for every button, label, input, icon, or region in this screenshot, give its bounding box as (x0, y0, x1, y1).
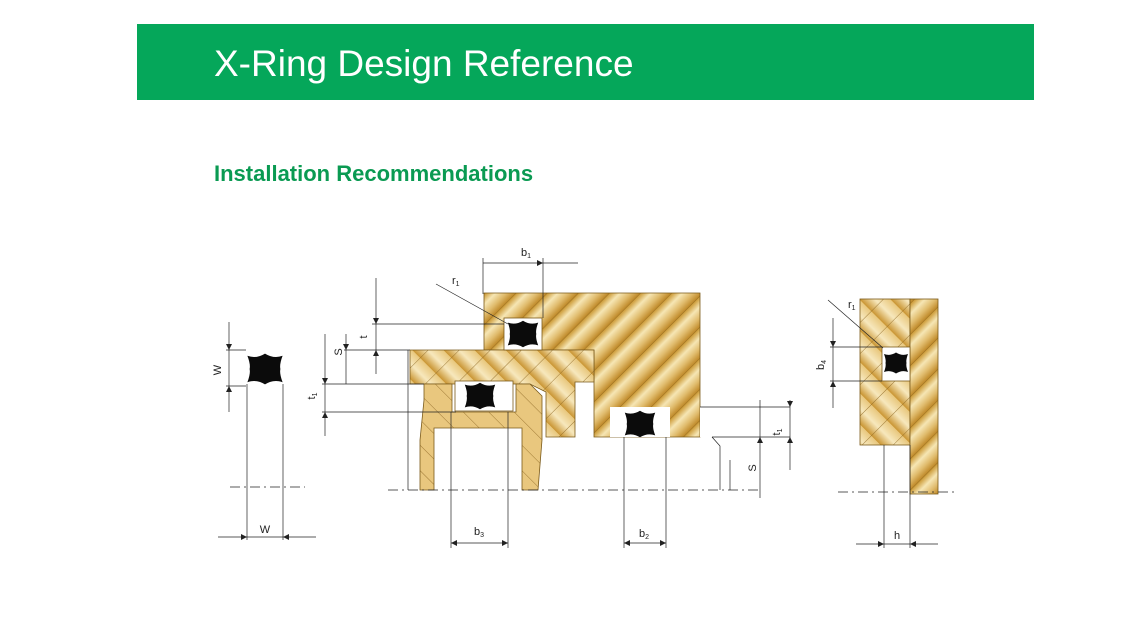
dim-b2: b2 (639, 528, 649, 541)
dim-b4: b4 (815, 360, 828, 370)
dim-s-right: S (747, 464, 759, 471)
dim-w-horizontal: W (260, 524, 271, 536)
x-ring-seal (884, 352, 908, 374)
dim-t1-left: t1 (306, 392, 319, 399)
housing-right-plate (909, 298, 939, 495)
radial-installation-detail: b1 r1 t S t1 b3 (306, 247, 793, 548)
dim-h: h (894, 530, 900, 542)
dim-w-vertical: W (212, 364, 224, 375)
dim-t1-right: t1 (771, 428, 784, 435)
dim-t: t (358, 335, 370, 338)
x-ring-seal (247, 353, 283, 385)
axial-installation-detail: r1 b4 h (815, 298, 958, 548)
dim-r1-right: r1 (848, 299, 856, 312)
x-ring-seal (507, 320, 539, 348)
x-ring-seal (464, 382, 496, 410)
dim-s-left: S (333, 348, 345, 355)
dim-r1-center: r1 (452, 275, 460, 288)
page-title: X-Ring Design Reference (214, 43, 634, 84)
dim-b3: b3 (474, 526, 484, 539)
free-xring-detail: W W (212, 322, 316, 540)
title-banner: X-Ring Design Reference (137, 24, 1034, 100)
section-heading: Installation Recommendations (214, 161, 534, 186)
x-ring-seal (624, 410, 656, 438)
dim-b1: b1 (521, 247, 531, 260)
